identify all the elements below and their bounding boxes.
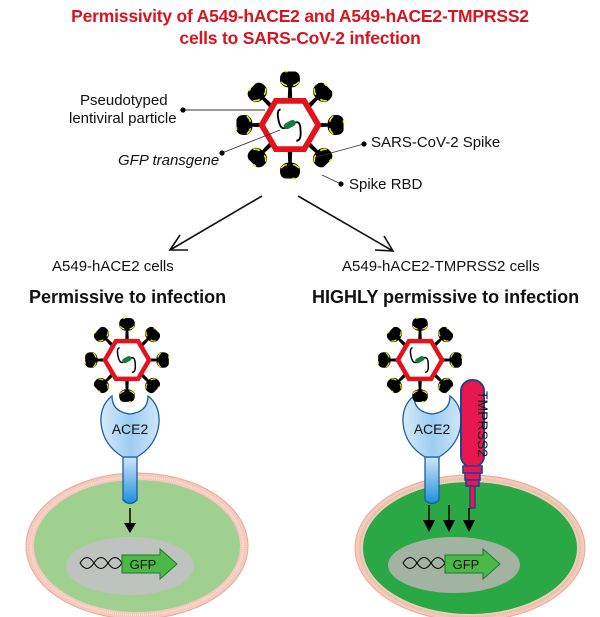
lentiviral-particle-main [236,71,343,178]
gfp-gene-arrow-right [444,547,501,581]
ace2-label-left: ACE2 [112,421,149,437]
branch-arrows [168,195,395,252]
gfp-label-right: GFP [453,557,480,572]
signal-arrows [423,505,475,532]
gfp-gene-arrow-left [121,547,178,581]
signal-arrow [124,508,136,533]
outcome-left: Permissive to infection [29,287,227,307]
cell-label-left: A549-hACE2 cells [52,258,174,275]
gfp-label-left: GFP [130,557,157,572]
spike-label: SARS-CoV-2 Spike [371,134,501,151]
dna-helix-right [402,556,446,570]
pseudotyped-label-line-2: lentiviral particle [69,110,177,127]
ace2-receptor-right [402,394,462,505]
title-line-2: cells to SARS-CoV-2 infection [179,28,421,48]
spike-rbd-label: Spike RBD [349,176,423,193]
pseudotyped-label-line-1: Pseudotyped [80,92,168,109]
title-line-1: Permissivity of A549-hACE2 and A549-hACE… [71,6,529,26]
cell-label-right: A549-hACE2-TMPRSS2 cells [342,258,540,275]
lentiviral-particle-left [85,318,169,402]
tmprss2-label: TMPRSS2 [475,391,491,457]
lentiviral-particle-right [378,318,462,402]
ace2-receptor-left [100,394,160,505]
cell-left [25,394,249,617]
ace2-label-right: ACE2 [414,421,451,437]
dna-helix-left [79,556,123,570]
cell-right [354,379,586,617]
outcome-right: HIGHLY permissive to infection [312,287,580,307]
label-leaders [180,107,367,187]
gfp-transgene-label: GFP transgene [118,152,220,169]
tmprss2-protease [460,379,485,509]
